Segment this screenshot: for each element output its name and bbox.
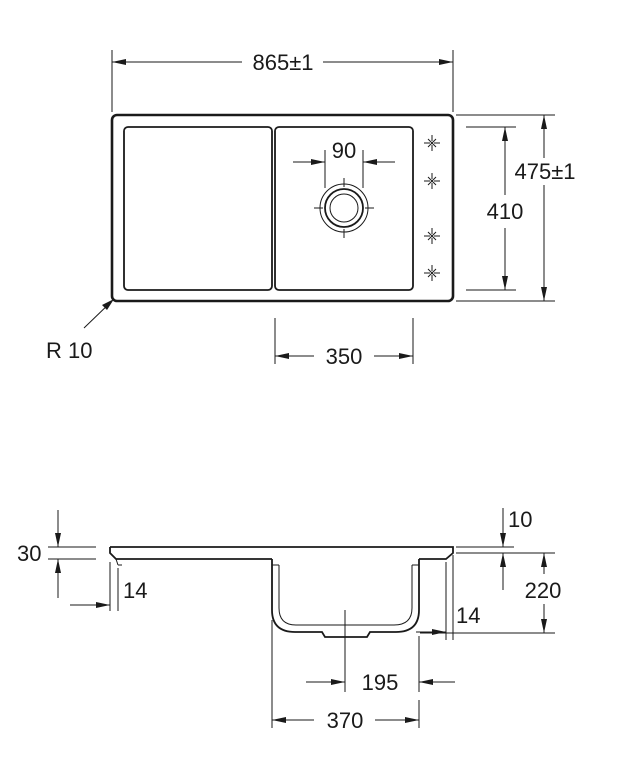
- side-view: 30 14 10 220: [17, 507, 561, 733]
- dimension-left-offset: 14: [70, 562, 147, 611]
- total-height-label: 220: [525, 578, 562, 603]
- bowl-profile: [271, 559, 420, 638]
- drain-diameter-label: 90: [332, 138, 356, 163]
- drainer-outline: [123, 126, 273, 291]
- overall-depth-label: 475±1: [514, 159, 575, 184]
- left-offset-label: 14: [123, 578, 147, 603]
- bowl-width-label: 350: [326, 344, 363, 369]
- bowl-depth-label: 410: [487, 199, 524, 224]
- side-bowl-width-label: 370: [327, 708, 364, 733]
- dimension-right-offset: 14: [416, 555, 480, 640]
- dimension-drain-diameter: 90: [293, 138, 395, 188]
- dimension-top-thickness: 10: [456, 507, 532, 590]
- top-view: 865±1 90 410: [46, 50, 576, 369]
- top-thickness-label: 10: [508, 507, 532, 532]
- corner-radius-label: R 10: [46, 338, 92, 363]
- bowl-outline: [274, 126, 414, 291]
- dimension-overall-width: 865±1: [111, 50, 454, 112]
- right-offset-label: 14: [456, 603, 480, 628]
- sink-top-slab: [109, 546, 454, 560]
- rim-height-label: 30: [17, 541, 41, 566]
- sink-outline: [110, 113, 455, 303]
- drain: [314, 178, 374, 238]
- dimension-corner-radius: R 10: [46, 299, 114, 363]
- dimension-side-bowl-width: 370: [271, 620, 420, 733]
- overall-width-label: 865±1: [252, 50, 313, 75]
- bottom-width-label: 195: [362, 670, 399, 695]
- dimension-bottom-width: 195: [306, 610, 455, 695]
- dimension-bowl-depth: 410: [466, 126, 524, 291]
- dimension-total-height: 220: [420, 552, 562, 634]
- dimension-rim-height: 30: [17, 510, 96, 598]
- dimension-overall-depth: 475±1: [456, 114, 576, 302]
- tap-hole-icon: [423, 134, 441, 282]
- dimension-bowl-width: 350: [274, 318, 414, 369]
